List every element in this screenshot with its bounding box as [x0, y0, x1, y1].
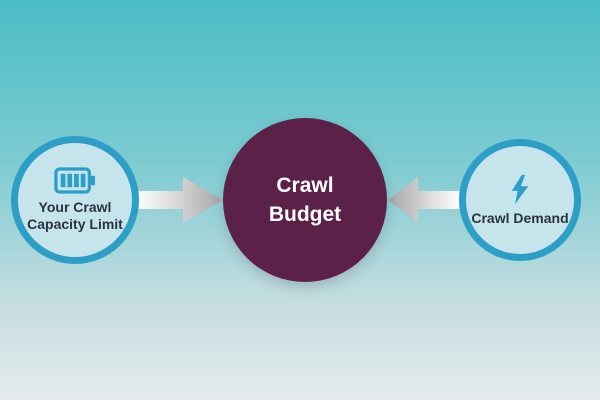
arrow-right-icon [137, 177, 223, 223]
lightning-bolt-icon [509, 174, 531, 205]
left-node-label: Your Crawl Capacity Limit [27, 199, 123, 233]
center-node-label-line1: Crawl [276, 174, 334, 197]
right-node-label: Crawl Demand [471, 209, 569, 226]
left-node-label-line2: Capacity Limit [27, 216, 123, 232]
arrow-left-icon [388, 177, 460, 223]
right-arrow [386, 170, 460, 230]
center-node-label: Crawl Budget [269, 171, 341, 229]
center-node-label-line2: Budget [268, 203, 342, 226]
battery-icon [54, 167, 96, 194]
node-crawl-capacity-limit: Your Crawl Capacity Limit [11, 136, 139, 264]
left-arrow [137, 170, 225, 230]
left-node-label-line1: Your Crawl [38, 199, 112, 215]
node-crawl-demand: Crawl Demand [459, 139, 581, 261]
node-crawl-budget: Crawl Budget [223, 118, 387, 282]
